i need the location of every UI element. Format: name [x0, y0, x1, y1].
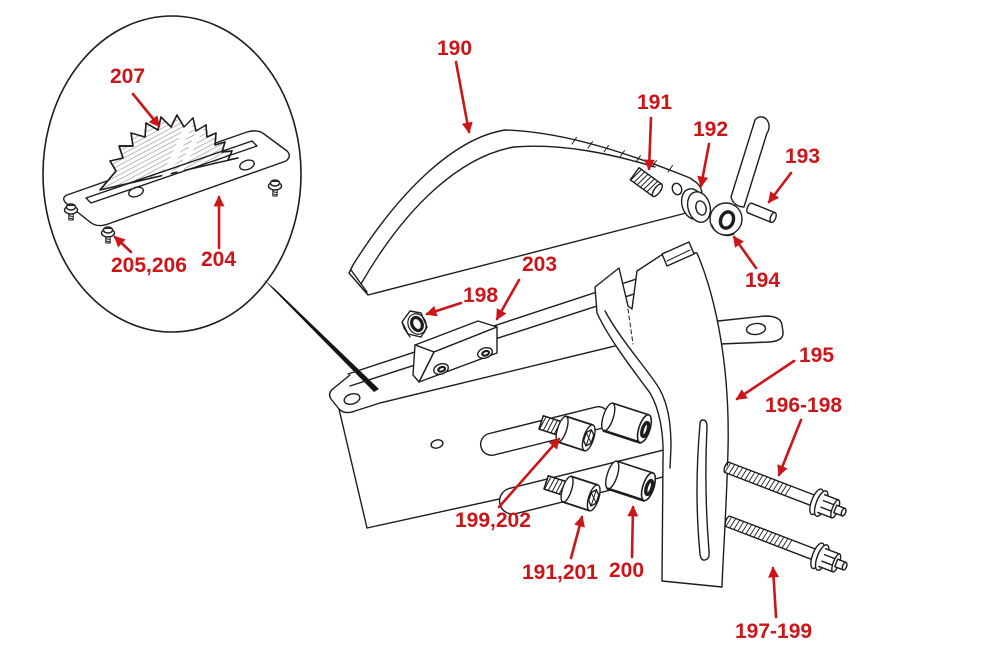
callout-arrow-207	[131, 92, 161, 128]
mounting-bolt-lower	[720, 507, 853, 581]
locking-lever	[709, 116, 770, 237]
flat-washer	[680, 188, 712, 223]
callout-arrow-200	[627, 505, 639, 559]
callout-arrow-191-201	[569, 515, 585, 560]
plate-screw-right	[267, 179, 283, 197]
callout-199-202: 199,202	[455, 509, 531, 532]
callout-197-199: 197-199	[735, 620, 813, 643]
clamp-block	[412, 320, 498, 383]
inset-leader-line	[263, 279, 379, 392]
callout-arrow-192	[697, 142, 711, 188]
plate-screw-left	[63, 203, 79, 221]
callout-arrow-193	[767, 171, 793, 204]
spacer-upper	[597, 399, 656, 446]
hex-nut	[401, 310, 428, 338]
callout-arrow-197-199	[768, 566, 780, 619]
callout-arrow-191	[643, 116, 655, 171]
callout-190: 190	[437, 37, 473, 60]
callout-193: 193	[785, 145, 821, 168]
callout-196-198: 196-198	[765, 394, 843, 417]
callout-arrow-190	[454, 60, 473, 134]
pivot-stud	[629, 167, 664, 198]
blade-plate-slot	[85, 140, 258, 204]
callout-arrow-196-198	[777, 418, 803, 477]
callout-arrow-203	[495, 278, 521, 321]
plate-screw-mid	[100, 226, 116, 244]
callout-arrow-198	[425, 301, 463, 317]
callout-200: 200	[609, 559, 645, 582]
rail-hole	[430, 439, 444, 449]
callout-arrow-205-206	[113, 235, 133, 254]
callout-198: 198	[463, 284, 499, 307]
callout-204: 204	[201, 248, 237, 271]
callout-arrow-195	[735, 359, 796, 401]
callout-191-201: 191,201	[522, 561, 598, 584]
roll-pin	[746, 202, 777, 224]
mounting-bolt-upper	[719, 453, 852, 527]
callout-195: 195	[799, 344, 835, 367]
callout-arrow-194	[732, 235, 758, 270]
callout-191: 191	[637, 91, 673, 114]
callout-203: 203	[522, 253, 558, 276]
callout-arrow-199-202	[497, 437, 561, 509]
callout-205-206: 205,206	[111, 254, 187, 277]
callout-192: 192	[693, 118, 729, 141]
saw-blade	[99, 114, 239, 191]
callout-207: 207	[110, 65, 146, 88]
guard-cover	[348, 129, 703, 296]
support-bracket	[594, 241, 729, 588]
inset-detail-circle	[42, 15, 302, 333]
callout-194: 194	[745, 269, 781, 292]
